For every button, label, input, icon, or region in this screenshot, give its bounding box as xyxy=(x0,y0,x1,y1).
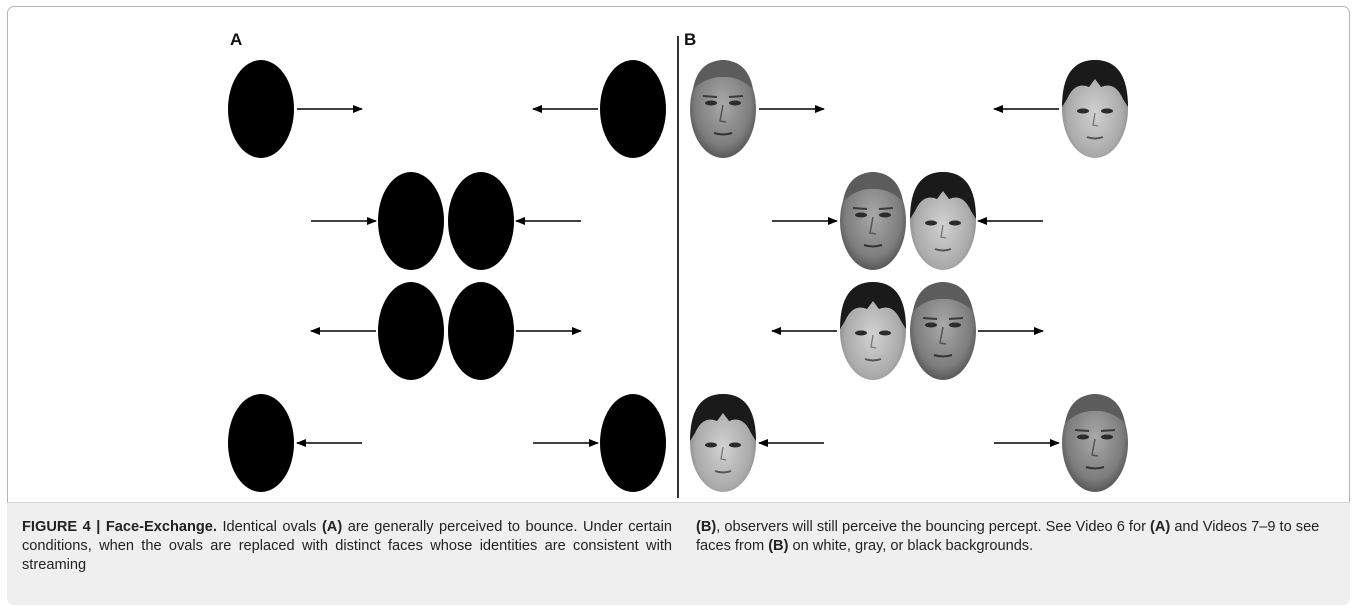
man-face xyxy=(840,172,906,270)
caption-label: FIGURE 4 | Face-Exchange. xyxy=(22,519,217,535)
oval xyxy=(600,394,666,492)
caption-text: Identical ovals xyxy=(216,519,322,535)
panel-b-label: B xyxy=(684,30,697,49)
caption-ref: (A) xyxy=(321,519,343,535)
man-face xyxy=(690,60,756,158)
caption-text: on white, gray, or black backgrounds. xyxy=(788,538,1034,554)
oval xyxy=(228,60,294,158)
caption-right: (B), observers will still perceive the b… xyxy=(696,518,1336,556)
panel-a-label: A xyxy=(230,30,243,49)
woman-face xyxy=(910,172,976,270)
caption-ref: (B) xyxy=(768,538,789,554)
oval xyxy=(600,60,666,158)
caption-background xyxy=(7,502,1350,605)
oval xyxy=(228,394,294,492)
caption-ref: (A) xyxy=(1150,519,1171,535)
woman-face xyxy=(690,394,756,492)
caption-ref: (B) xyxy=(696,519,717,535)
oval xyxy=(378,172,444,270)
woman-face xyxy=(1062,60,1128,158)
oval xyxy=(378,282,444,380)
woman-face xyxy=(840,282,906,380)
caption-left: FIGURE 4 | Face-Exchange. Identical oval… xyxy=(22,518,672,575)
caption-text: are generally perceived to bounce. Under… xyxy=(22,519,672,573)
oval xyxy=(448,172,514,270)
oval xyxy=(448,282,514,380)
man-face xyxy=(910,282,976,380)
caption-text: , observers will still perceive the boun… xyxy=(716,519,1150,535)
caption-text: and Videos 7–9 to see faces from xyxy=(696,519,1320,554)
man-face xyxy=(1062,394,1128,492)
